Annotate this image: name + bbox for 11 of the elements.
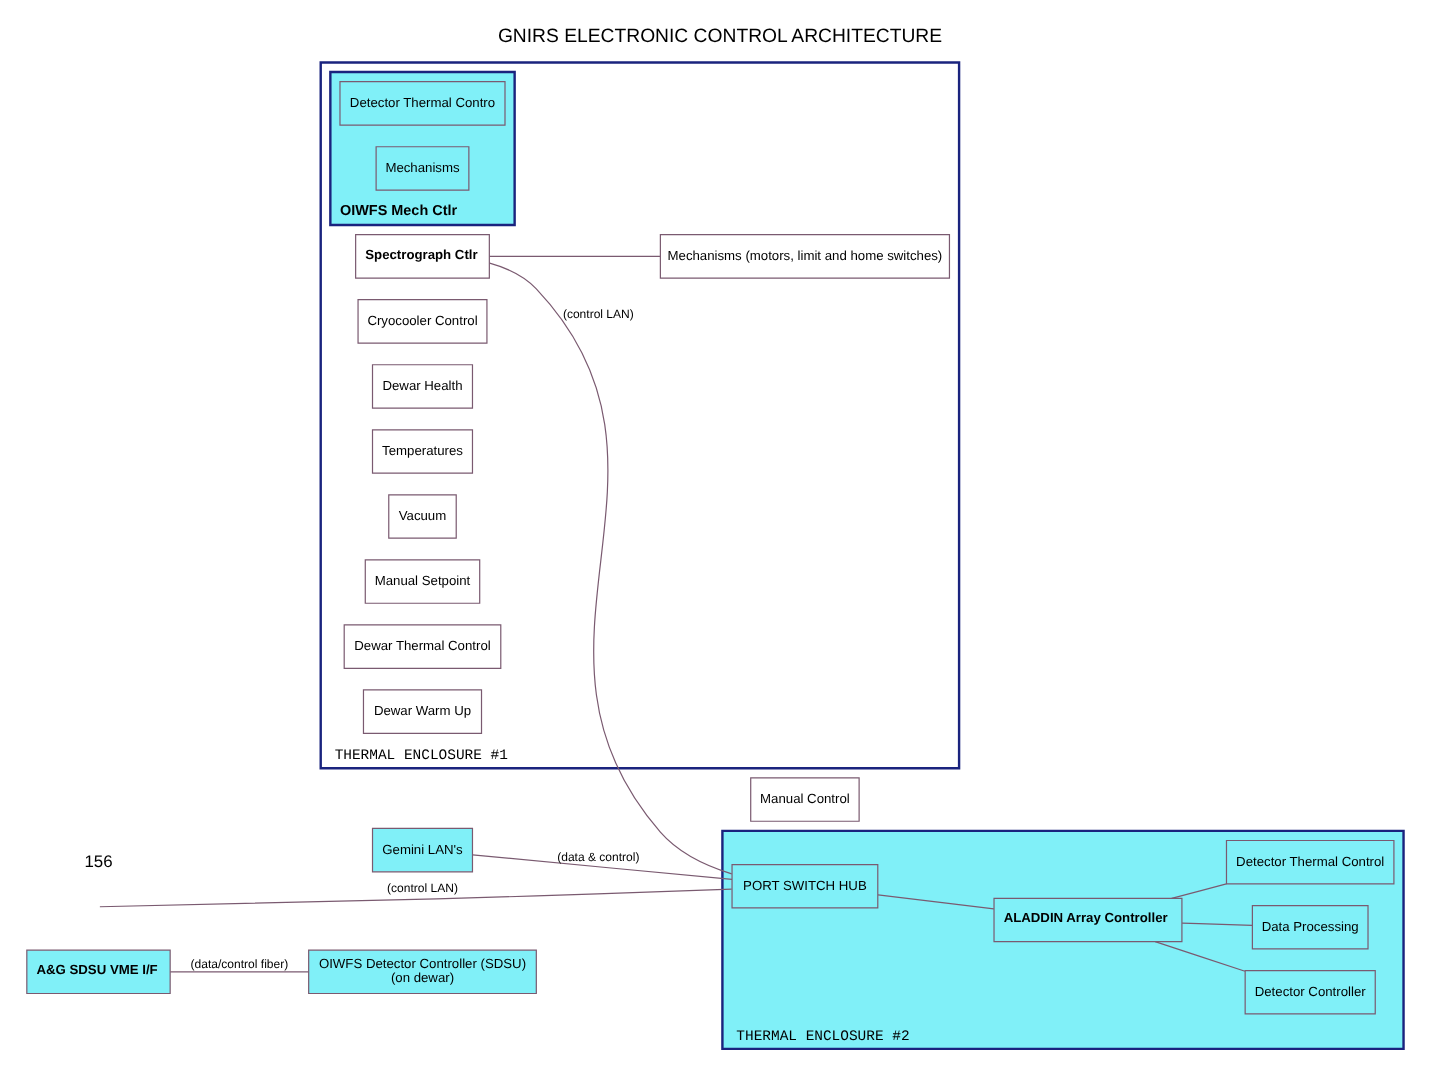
connector [488,255,661,257]
connector [1181,922,1253,926]
connector [877,894,995,910]
connector [472,854,733,881]
diagram-title: GNIRS ELECTRONIC CONTROL ARCHITECTURE [497,25,943,48]
connector [1171,883,1227,899]
connector [1154,941,1246,972]
connector [169,971,310,973]
connector [99,888,733,908]
label: 156 [84,850,113,871]
connector [489,262,733,875]
